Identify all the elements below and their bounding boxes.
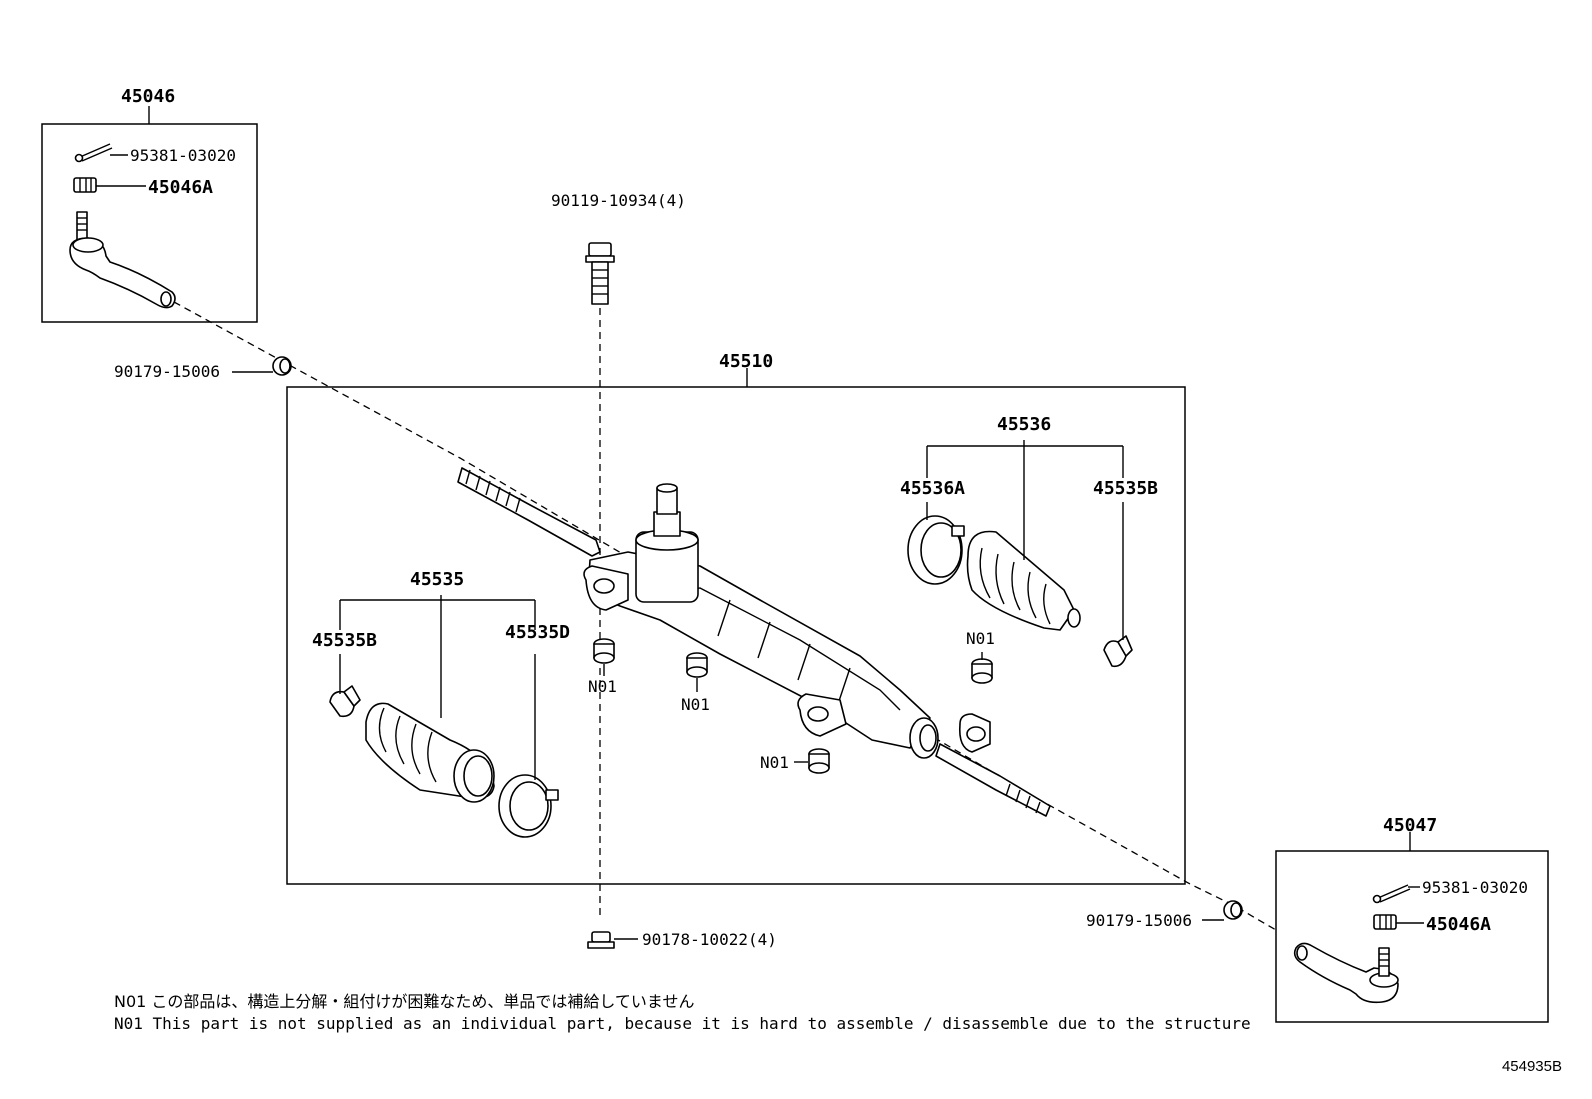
- nut-lh-label: 45046A: [148, 177, 213, 198]
- castle-nut-rh-icon: [1373, 914, 1397, 930]
- boot-clamp-rh-a-icon: [907, 515, 965, 585]
- cotter-pin-lh-icon: [74, 143, 113, 163]
- gear-assembly-label: 45510: [719, 351, 773, 372]
- boot-clamp-lh-d-icon: [498, 774, 559, 838]
- bushing-2-label: N01: [681, 695, 710, 714]
- cotter-pin-rh-icon: [1372, 884, 1411, 904]
- flange-bolt-icon: [585, 242, 615, 305]
- nut-rh-label: 45046A: [1426, 914, 1491, 935]
- clamp-rh-a-label: 45536A: [900, 478, 965, 499]
- drawing-code: 454935B: [1501, 1058, 1562, 1075]
- boot-kit-rh-label: 45536: [997, 414, 1051, 435]
- bushing-3-label: N01: [966, 629, 995, 648]
- cotter-pin-lh-label: 95381-03020: [130, 146, 236, 165]
- bolt-label: 90119-10934(4): [551, 191, 686, 210]
- bushing-1-label: N01: [588, 677, 617, 696]
- tie-rod-end-rh-icon: [1293, 942, 1399, 1004]
- clamp-lh-d-label: 45535D: [505, 622, 570, 643]
- clamp-rh-b-label: 45535B: [1093, 478, 1158, 499]
- tie-rod-end-rh-label: 45047: [1383, 815, 1437, 836]
- boot-kit-lh-label: 45535: [410, 569, 464, 590]
- rack-boot-lh-icon: [365, 702, 495, 803]
- rack-boot-rh-icon: [966, 530, 1081, 631]
- bushing-4-icon: [808, 748, 830, 774]
- gear-assembly-box: [286, 386, 1186, 885]
- tie-rod-end-rh-box: [1275, 850, 1549, 1023]
- cotter-pin-rh-label: 95381-03020: [1422, 878, 1528, 897]
- castle-nut-lh-icon: [73, 177, 97, 193]
- note-japanese: N01 この部品は、構造上分解・組付けが困難なため、単品では補給していません: [114, 992, 695, 1011]
- bushing-4-label: N01: [760, 753, 789, 772]
- jam-nut-rh-label: 90179-15006: [1086, 911, 1192, 930]
- tie-rod-end-lh-icon: [69, 211, 176, 309]
- nut-bottom-label: 90178-10022(4): [642, 930, 777, 949]
- jam-nut-lh-icon: [272, 356, 292, 376]
- boot-clamp-rh-b-icon: [1103, 635, 1133, 668]
- steering-rack-icon: [457, 467, 1051, 817]
- clamp-lh-b-label: 45535B: [312, 630, 377, 651]
- tie-rod-end-lh-label: 45046: [121, 86, 175, 107]
- bushing-3-icon: [971, 658, 993, 684]
- jam-nut-rh-icon: [1223, 900, 1243, 920]
- jam-nut-lh-label: 90179-15006: [114, 362, 220, 381]
- note-english: N01 This part is not supplied as an indi…: [114, 1014, 1251, 1033]
- bushing-2-icon: [686, 652, 708, 678]
- bushing-1-icon: [593, 638, 615, 664]
- flange-nut-bottom-icon: [587, 931, 615, 949]
- boot-clamp-lh-b-icon: [329, 685, 361, 718]
